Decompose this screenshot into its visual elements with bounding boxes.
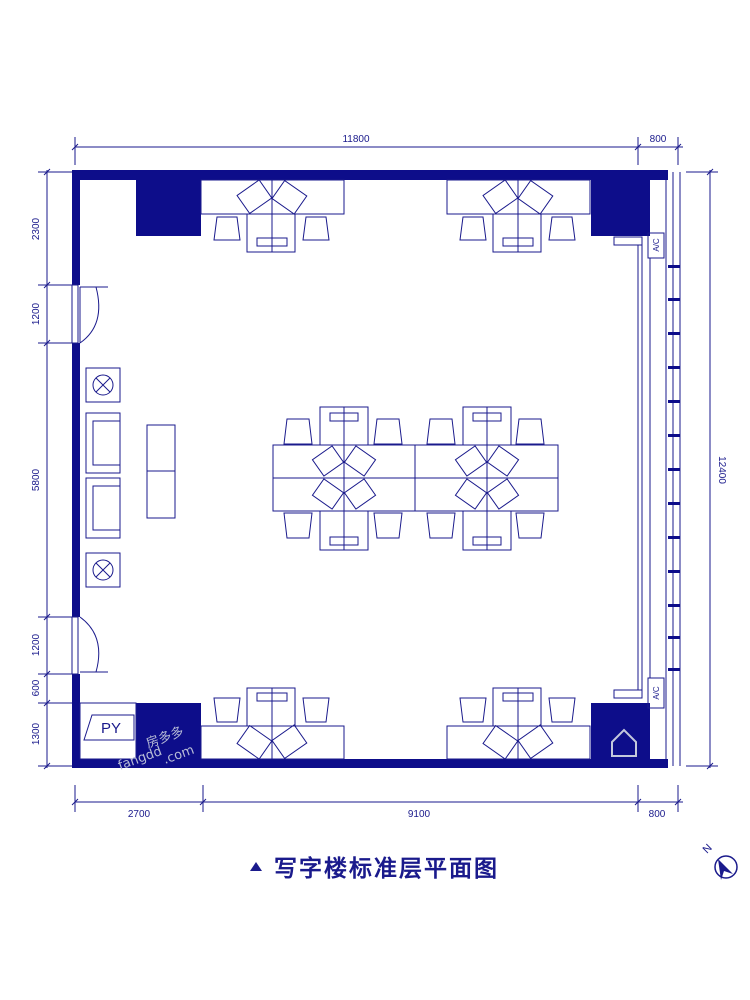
doors	[71, 284, 108, 675]
desk-cluster-center	[272, 406, 559, 551]
ac-unit-top: A/C	[652, 238, 661, 252]
dim-left-6: 1300	[31, 722, 42, 745]
dim-bottom-mid: 9100	[408, 809, 431, 820]
lounge-furniture	[85, 367, 176, 588]
triangle-icon	[250, 861, 262, 871]
desk-cluster-top-right	[446, 179, 591, 253]
walls	[72, 170, 668, 768]
desk-cluster-top-left	[200, 179, 345, 253]
dim-bottom-right: 800	[649, 809, 666, 820]
dim-top-side: 800	[650, 134, 667, 145]
dim-bottom-left: 2700	[128, 809, 151, 820]
ac-unit-bottom: A/C	[652, 686, 661, 700]
dim-left-2: 1200	[31, 302, 42, 325]
core-column-br	[591, 703, 650, 759]
core-column-tl	[136, 180, 201, 236]
dim-left-1: 2300	[31, 217, 42, 240]
printer-area	[79, 702, 137, 760]
mullions	[668, 265, 680, 671]
core-column-tr	[591, 180, 650, 236]
north-arrow	[714, 855, 738, 880]
dim-left-5: 600	[31, 679, 42, 696]
desk-cluster-bottom-right	[446, 687, 591, 760]
plan-title: 写字楼标准层平面图	[250, 849, 499, 883]
printer-label: PY	[101, 720, 121, 737]
watermark-house-icon	[611, 728, 637, 757]
core-column-bl	[136, 703, 201, 759]
dim-left-4: 1200	[31, 633, 42, 656]
dimension-lines	[38, 137, 718, 812]
dim-left-3: 5800	[31, 468, 42, 491]
dim-right-total: 12400	[716, 456, 727, 484]
plan-title-text: 写字楼标准层平面图	[274, 856, 499, 882]
desk-cluster-bottom-left	[200, 687, 345, 760]
dim-top-main: 11800	[342, 134, 370, 145]
north-label: N	[701, 842, 715, 856]
